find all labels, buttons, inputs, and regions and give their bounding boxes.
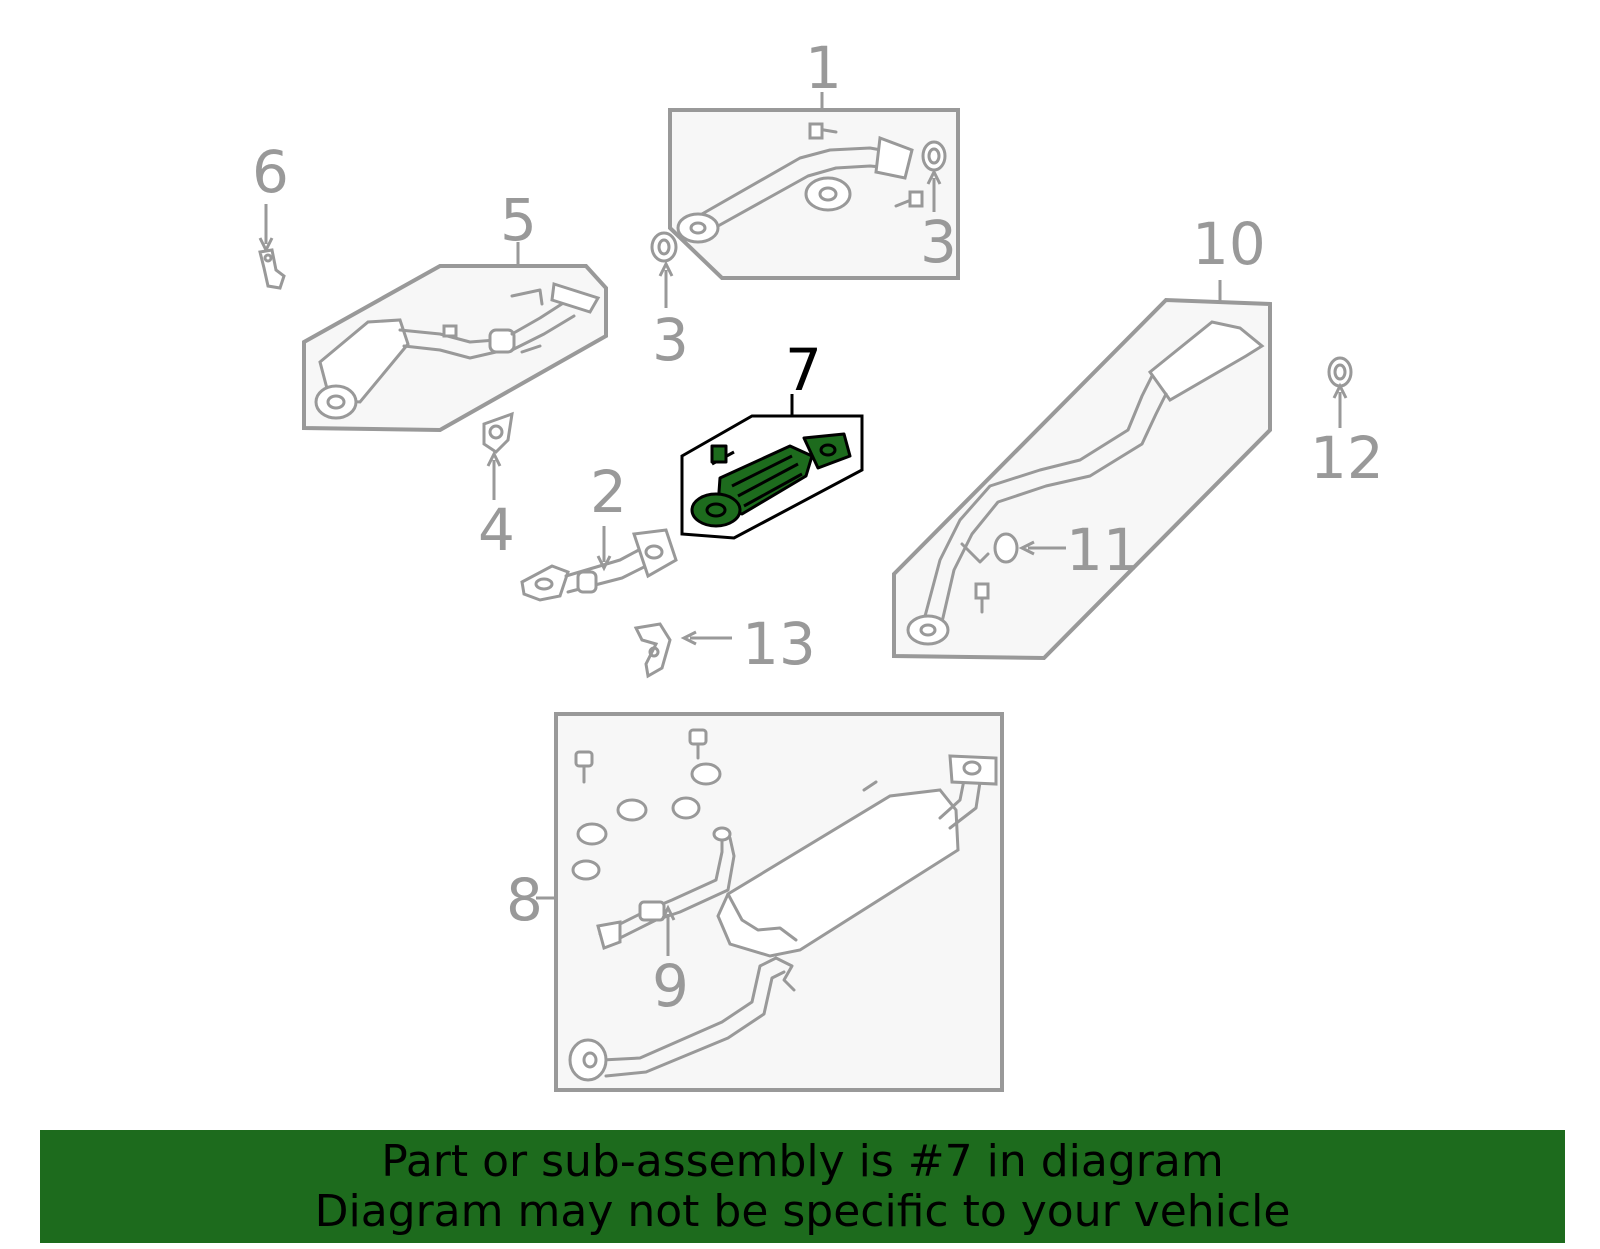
callout-9[interactable]: 9 — [652, 952, 689, 1020]
callout-5[interactable]: 5 — [500, 186, 537, 254]
cat-converter-drawing — [314, 282, 601, 420]
info-banner: Part or sub-assembly is #7 in diagram Di… — [40, 1130, 1565, 1243]
banner-line-1: Part or sub-assembly is #7 in diagram — [381, 1135, 1224, 1187]
callout-13[interactable]: 13 — [742, 610, 816, 678]
part-2-group[interactable]: 2 — [520, 458, 678, 602]
callout-12[interactable]: 12 — [1310, 424, 1384, 492]
part-3-arrow-b — [926, 168, 942, 185]
callout-3-left[interactable]: 3 — [652, 306, 689, 374]
callout-10[interactable]: 10 — [1192, 210, 1266, 278]
callout-6[interactable]: 6 — [252, 138, 289, 206]
part-4-group[interactable]: 4 — [478, 411, 515, 564]
callout-2[interactable]: 2 — [590, 458, 627, 526]
callout-11[interactable]: 11 — [1066, 516, 1140, 584]
pipe-2-drawing — [520, 528, 678, 602]
part-6-group[interactable]: 6 — [252, 138, 289, 290]
part-8-group[interactable]: 8 — [506, 712, 1004, 1092]
part-7-group[interactable]: 7 — [680, 336, 864, 540]
front-pipe-drawing — [676, 122, 947, 244]
part-10-group[interactable]: 10 — [892, 210, 1272, 661]
part-13-group[interactable]: 13 — [633, 610, 816, 679]
callout-1[interactable]: 1 — [805, 34, 842, 102]
callout-7[interactable]: 7 — [785, 336, 822, 404]
center-pipe-drawing — [906, 320, 1265, 646]
part-5-group[interactable]: 5 — [302, 186, 608, 433]
part-5-panel — [302, 264, 608, 433]
callout-8[interactable]: 8 — [506, 866, 543, 934]
part-3-gasket-left[interactable]: 3 — [650, 231, 689, 374]
part-12-group[interactable]: 12 — [1310, 356, 1384, 492]
part-11-group[interactable]: 11 — [993, 516, 1140, 584]
callout-4[interactable]: 4 — [478, 496, 515, 564]
muffler-drawing — [568, 728, 998, 1082]
part-1-group[interactable]: 1 3 — [668, 34, 960, 280]
selected-cat-converter-drawing — [690, 432, 852, 528]
callout-3-right[interactable]: 3 — [920, 208, 957, 276]
banner-line-2: Diagram may not be specific to your vehi… — [314, 1185, 1291, 1237]
